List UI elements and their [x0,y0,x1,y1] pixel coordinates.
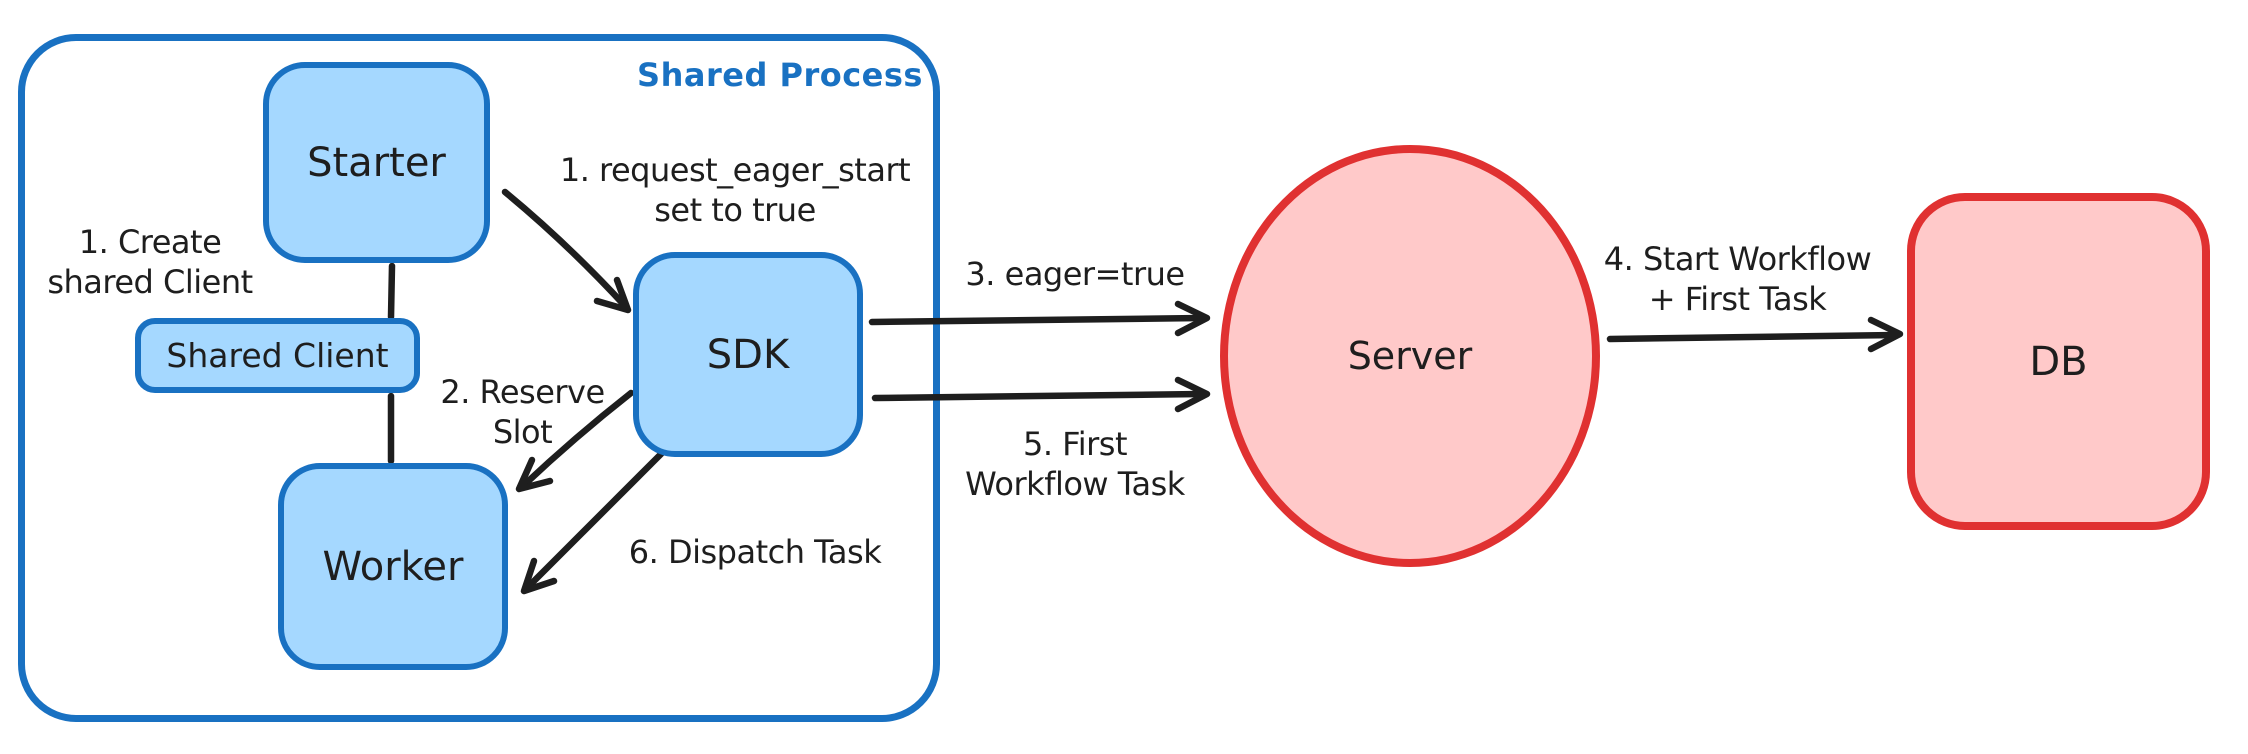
node-shared-client: Shared Client [135,318,420,393]
node-starter-label: Starter [307,139,446,186]
node-worker-label: Worker [322,543,464,590]
annotation-request-eager-start: 1. request_eager_start set to true [535,150,935,230]
annotation-line: 5. First [1022,425,1128,463]
node-sdk: SDK [633,252,863,457]
shared-process-container [18,34,940,722]
annotation-dispatch-task: 6. Dispatch Task [610,532,900,572]
node-sdk-label: SDK [706,331,790,378]
arrowhead-first-workflow-task [1174,376,1211,413]
node-starter: Starter [263,62,490,263]
annotation-start-workflow: 4. Start Workflow + First Task [1590,239,1885,319]
arrowhead-start-workflow [1867,316,1904,353]
annotation-create-shared-client: 1. Create shared Client [20,222,280,302]
annotation-line: 1. request_eager_start [559,151,911,189]
annotation-line: shared Client [47,263,253,301]
annotation-line: 6. Dispatch Task [628,533,882,571]
annotation-line: set to true [654,191,816,229]
annotation-line: Workflow Task [965,465,1185,503]
node-db-label: DB [2029,338,2088,385]
annotation-first-workflow-task: 5. First Workflow Task [950,424,1200,504]
node-server: Server [1220,145,1600,567]
annotation-line: 1. Create [78,223,222,261]
node-server-label: Server [1347,334,1473,378]
node-worker: Worker [278,463,508,670]
node-shared-client-label: Shared Client [166,336,389,375]
shared-process-title: Shared Process [637,56,923,94]
annotation-line: + First Task [1648,280,1827,318]
node-db: DB [1907,193,2210,530]
annotation-line: 4. Start Workflow [1603,240,1872,278]
arrow-start-workflow [1606,331,1900,343]
annotation-line: Slot [492,413,553,451]
arrowhead-eager-true [1174,300,1211,337]
annotation-eager-true: 3. eager=true [950,254,1200,294]
annotation-line: 2. Reserve [440,373,605,411]
annotation-line: 3. eager=true [965,255,1185,293]
annotation-reserve-slot: 2. Reserve Slot [420,372,625,452]
